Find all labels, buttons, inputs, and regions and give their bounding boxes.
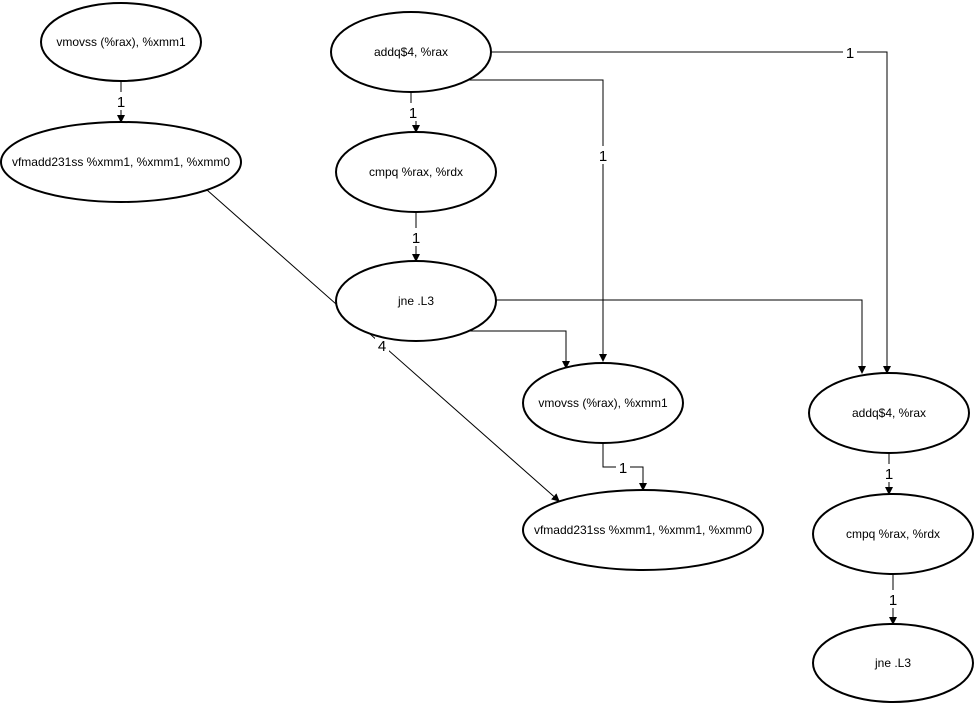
edge-jne1-addq2: [496, 299, 866, 374]
node-addq-1[interactable]: addq$4, %rax: [330, 11, 492, 93]
edges: [117, 51, 897, 625]
node-label: addq$4, %rax: [852, 406, 926, 420]
node-vmovss-1[interactable]: vmovss (%rax), %xmm1: [40, 2, 202, 82]
edge-label-vmovss1-vfmadd1: 1: [117, 94, 125, 111]
node-label: jne .L3: [397, 294, 434, 308]
node-label: vfmadd231ss %xmm1, %xmm1, %xmm0: [12, 155, 230, 169]
edge-addq1-vmovss2: [462, 79, 607, 362]
node-label: vmovss (%rax), %xmm1: [56, 35, 186, 49]
edge-label-vmovss2-vfmadd2: 1: [619, 460, 627, 477]
edge-label-addq1-addq2: 1: [846, 45, 854, 62]
node-label: vfmadd231ss %xmm1, %xmm1, %xmm0: [534, 523, 752, 537]
edge-label-vfmadd1-vfmadd2: 4: [378, 338, 386, 355]
node-label: jne .L3: [874, 656, 911, 670]
node-jne-1[interactable]: jne .L3: [335, 260, 497, 342]
node-vfmadd-2[interactable]: vfmadd231ss %xmm1, %xmm1, %xmm0: [522, 489, 764, 571]
edge-addq1-addq2: [490, 51, 891, 374]
node-label: addq$4, %rax: [374, 45, 448, 59]
node-label: cmpq %rax, %rdx: [369, 165, 463, 179]
edge-label-cmpq1-jne1: 1: [412, 230, 420, 247]
node-cmpq-1[interactable]: cmpq %rax, %rdx: [335, 131, 497, 213]
edge-label-addq2-cmpq2: 1: [885, 466, 893, 483]
node-cmpq-2[interactable]: cmpq %rax, %rdx: [812, 493, 974, 575]
node-label: cmpq %rax, %rdx: [846, 527, 940, 541]
edge-label-cmpq2-jne2: 1: [889, 592, 897, 609]
node-jne-2[interactable]: jne .L3: [812, 623, 974, 703]
node-vmovss-2[interactable]: vmovss (%rax), %xmm1: [522, 362, 684, 444]
node-vfmadd-1[interactable]: vfmadd231ss %xmm1, %xmm1, %xmm0: [0, 121, 242, 203]
edge-jne1-vmovss2: [470, 330, 570, 369]
node-addq-2[interactable]: addq$4, %rax: [808, 372, 970, 454]
edge-label-addq1-vmovss2: 1: [599, 148, 607, 165]
edge-labels: 1 1 1 1 1 4 1 1 1: [114, 43, 900, 609]
node-label: vmovss (%rax), %xmm1: [538, 396, 668, 410]
edge-label-addq1-cmpq1: 1: [409, 105, 417, 122]
